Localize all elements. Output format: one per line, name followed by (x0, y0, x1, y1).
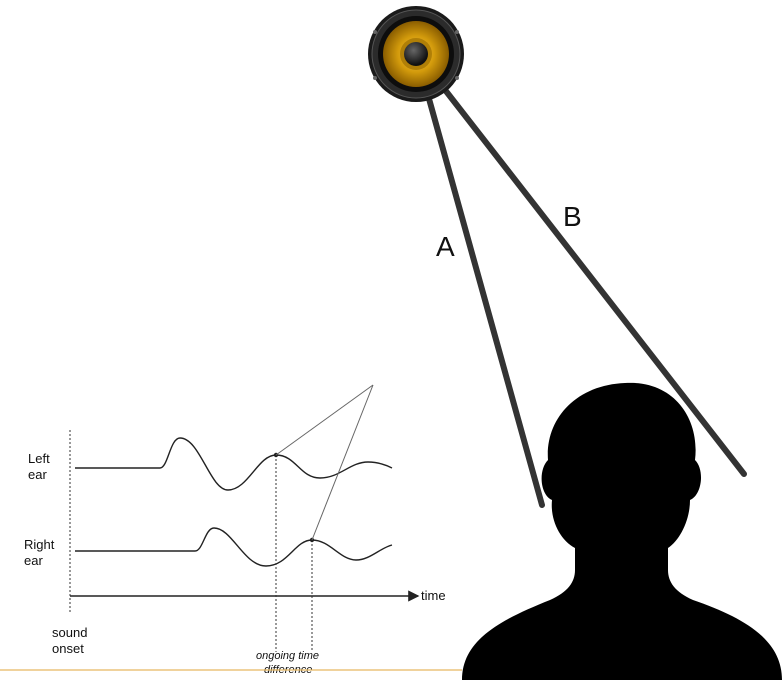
sound-onset-label: sound (52, 625, 87, 640)
path-a-label: A (436, 231, 455, 262)
ongoing-time-difference-label: ongoing time (256, 650, 319, 662)
left-ear-waveform (75, 437, 393, 491)
path-a-line (418, 67, 545, 508)
callout-line-right (311, 384, 374, 541)
time-label: time (421, 588, 446, 603)
head-silhouette-icon (462, 382, 782, 680)
left-ear-label: Left (28, 451, 50, 466)
waveform-diagram: Left ear Right ear time sound onset ongo… (24, 384, 446, 676)
left-ear-label-2: ear (28, 467, 47, 482)
callout-line-left (275, 384, 374, 456)
right-ear-label-2: ear (24, 553, 43, 568)
path-b-label: B (563, 201, 582, 232)
right-ear-waveform (75, 527, 393, 567)
right-ear-label: Right (24, 537, 55, 552)
sound-onset-label-2: onset (52, 641, 84, 656)
path-b-line (425, 65, 747, 477)
speaker-icon (368, 6, 464, 102)
